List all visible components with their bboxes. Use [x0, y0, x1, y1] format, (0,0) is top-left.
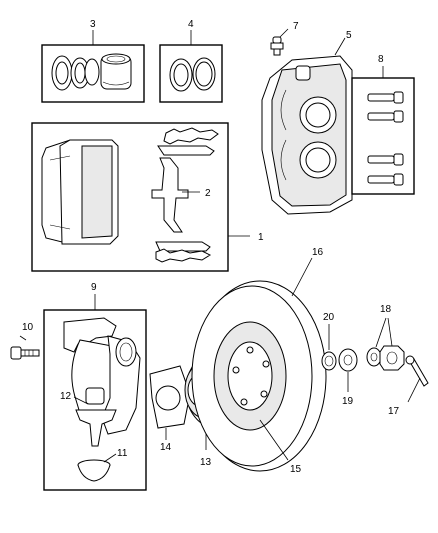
- callout-1: 1: [258, 232, 264, 243]
- callout-8: 8: [378, 54, 384, 65]
- callout-5: 5: [346, 30, 352, 41]
- nut-retainer-18: [366, 317, 405, 371]
- ball-joint-12: [73, 396, 89, 405]
- callout-4: 4: [188, 19, 194, 30]
- callout-12: 12: [60, 391, 72, 402]
- callout-15: 15: [290, 464, 302, 475]
- bolt-10: [10, 335, 40, 360]
- callout-14: 14: [160, 442, 172, 453]
- bolt-box-8: [351, 66, 415, 195]
- callout-16: 16: [312, 247, 324, 258]
- callout-20: 20: [323, 312, 335, 323]
- callout-13: 13: [200, 457, 212, 468]
- callout-11: 11: [117, 448, 128, 459]
- washer-19: [338, 348, 358, 392]
- callout-10: 10: [22, 322, 34, 333]
- cotter-pin-17: [405, 355, 429, 403]
- callout-17: 17: [388, 406, 400, 417]
- callout-9: 9: [91, 282, 97, 293]
- brake-rotor-16: [191, 257, 327, 472]
- callout-2: 2: [205, 188, 211, 199]
- seal-box-4: [159, 44, 223, 103]
- callout-18: 18: [380, 304, 392, 315]
- caliper-5: [261, 37, 353, 215]
- callout-19: 19: [342, 396, 354, 407]
- seal-kit-box-3: [41, 44, 145, 103]
- callout-7: 7: [293, 21, 299, 32]
- splash-shield-14: [149, 365, 191, 440]
- callout-3: 3: [90, 19, 96, 30]
- seal-ring-20: [321, 324, 337, 371]
- bleeder-screw-7: [270, 28, 289, 56]
- knuckle-box-9: [43, 294, 147, 491]
- brake-pad-box-1: [31, 122, 250, 272]
- dust-boot-11: [77, 453, 117, 482]
